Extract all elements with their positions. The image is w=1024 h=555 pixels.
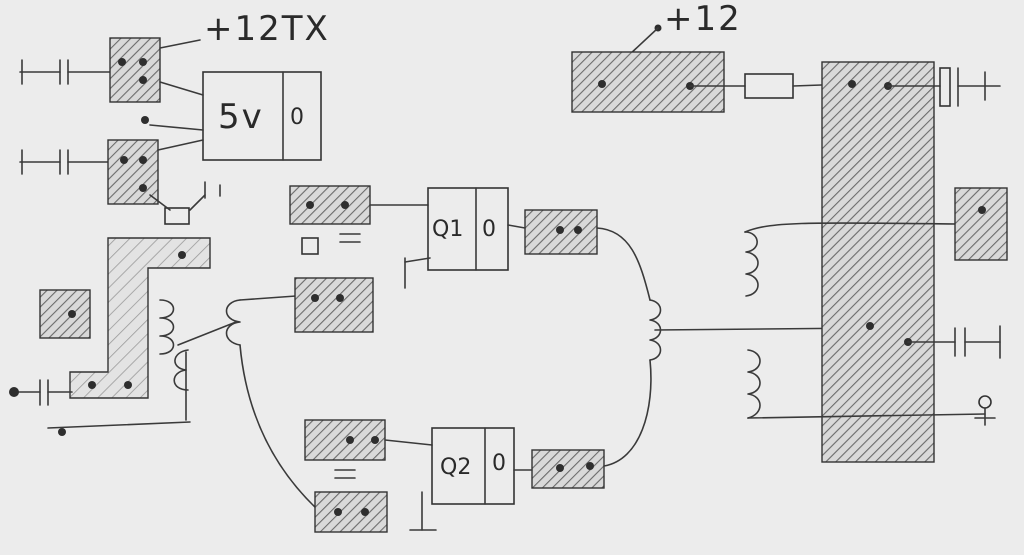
- pad-left-mid: [39, 289, 91, 339]
- input-cap-top: [19, 59, 111, 85]
- pad-top-left-1: [109, 37, 161, 103]
- pad-plus12: [571, 51, 725, 113]
- pad-right-mid: [954, 187, 1008, 261]
- transistor-q1: Q1 0: [427, 187, 509, 271]
- q1-0-label: 0: [482, 217, 496, 242]
- pad-q2-bias-bottom: [314, 491, 388, 533]
- plus12-label: +12: [664, 0, 742, 39]
- pad-q1-bias-bottom: [294, 277, 374, 333]
- pad-l-shape: [69, 237, 211, 399]
- regulator-0-label: 0: [290, 105, 304, 130]
- regulator-5v-label: 5v: [218, 97, 264, 137]
- plus12tx-label: +12TX: [204, 9, 330, 49]
- q2-label: Q2: [440, 455, 471, 480]
- pad-top-left-2: [107, 139, 159, 205]
- pad-q1-bias-top: [289, 185, 371, 225]
- q2-0-label: 0: [492, 451, 506, 476]
- pad-output-long: [821, 61, 935, 463]
- pad-q2-drain: [531, 449, 605, 489]
- input-cap-bottom: [19, 149, 111, 175]
- regulator-5v: 5v 0: [202, 71, 322, 161]
- q1-label: Q1: [432, 217, 463, 242]
- choke-resistor: [744, 73, 794, 99]
- transistor-q2: Q2 0: [431, 427, 515, 505]
